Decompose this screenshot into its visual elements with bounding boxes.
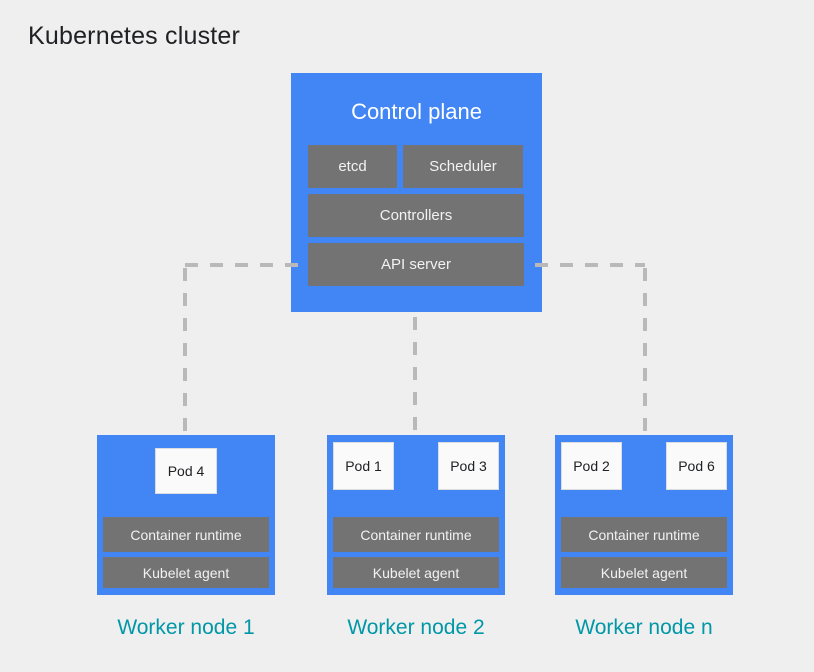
worker-node-1-label: Worker node 1: [117, 616, 255, 639]
control-plane-box: Control plane etcd Scheduler Controllers…: [291, 73, 542, 312]
control-plane-title: Control plane: [351, 99, 482, 124]
diagram-title: Kubernetes cluster: [28, 22, 241, 50]
component-scheduler: Scheduler: [403, 145, 523, 188]
component-api-server: API server: [308, 243, 524, 286]
component-controllers: Controllers: [308, 194, 524, 237]
pod-box: Pod 3: [438, 442, 499, 490]
worker-node-2-label: Worker node 2: [347, 616, 485, 639]
component-etcd: etcd: [308, 145, 397, 188]
component-container-runtime: Container runtime: [103, 517, 269, 552]
worker-node-n-box: Pod 2 Pod 6 Container runtime Kubelet ag…: [555, 435, 733, 595]
worker-node-1-box: Pod 4 Container runtime Kubelet agent: [97, 435, 275, 595]
pod-box: Pod 6: [666, 442, 727, 490]
pod-box: Pod 4: [155, 448, 217, 494]
component-container-runtime: Container runtime: [561, 517, 727, 552]
component-kubelet-agent: Kubelet agent: [561, 557, 727, 588]
pod-box: Pod 1: [333, 442, 394, 490]
component-kubelet-agent: Kubelet agent: [103, 557, 269, 588]
pod-box: Pod 2: [561, 442, 622, 490]
component-container-runtime: Container runtime: [333, 517, 499, 552]
worker-node-2-box: Pod 1 Pod 3 Container runtime Kubelet ag…: [327, 435, 505, 595]
worker-node-n-label: Worker node n: [575, 616, 713, 639]
component-kubelet-agent: Kubelet agent: [333, 557, 499, 588]
